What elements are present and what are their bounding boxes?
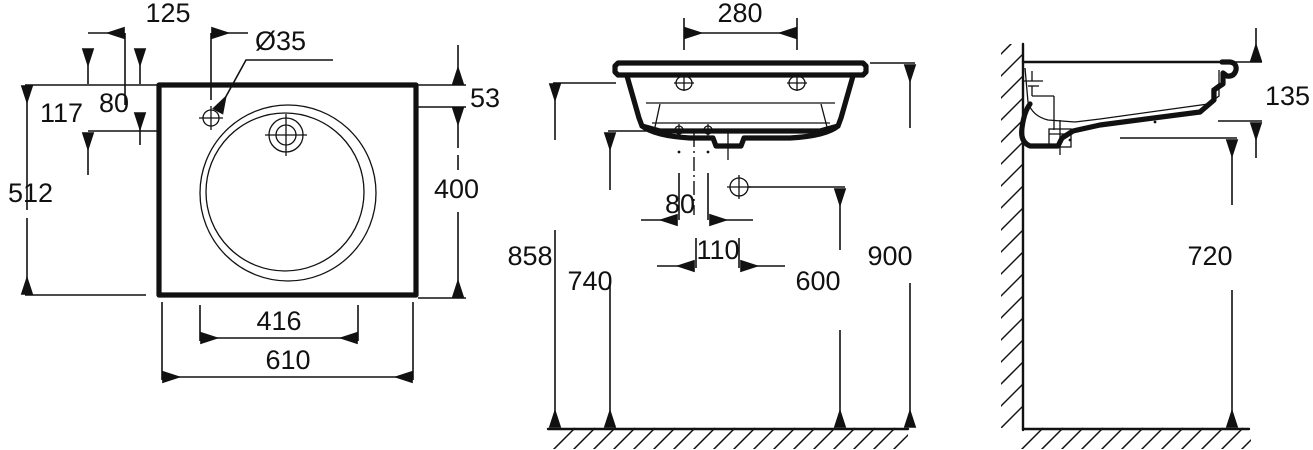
plan-610-label: 610	[265, 345, 310, 375]
side-waste-outlet	[1048, 120, 1072, 155]
front-900-label: 900	[867, 241, 912, 271]
plan-80-label: 80	[99, 88, 129, 118]
side-bowl-underside-profile	[1019, 101, 1203, 149]
plan-tap-hole-icon	[199, 106, 223, 130]
side-front-lip-profile	[1197, 59, 1239, 115]
front-rim-slab	[612, 60, 869, 78]
side-overflow-symbol	[1024, 71, 1055, 130]
front-tap-hole-left-icon	[674, 75, 694, 91]
plan-117-label: 117	[40, 98, 83, 128]
front-right-wall-accent	[820, 103, 828, 128]
plan-bowl-inner-ring	[205, 112, 365, 272]
front-fixing-hole-left-icon	[673, 124, 685, 136]
front-left-wall-accent	[654, 103, 661, 128]
plan-diameter-35-label: Ø35	[255, 26, 306, 56]
side-projection-dot-a	[1153, 120, 1157, 124]
side-floor-hatching	[1020, 427, 1251, 449]
plan-53-label: 53	[470, 83, 500, 113]
front-280-label: 280	[717, 0, 762, 28]
front-600-label: 600	[795, 266, 840, 296]
plan-bowl-outer-ring	[199, 104, 377, 282]
plan-512-label: 512	[8, 178, 53, 208]
front-body-outline	[624, 73, 856, 134]
front-projection-dot-left	[677, 150, 681, 154]
front-wall-fixing-target-icon	[727, 175, 751, 199]
plan-416-label: 416	[256, 306, 301, 336]
front-projection-dot-right	[706, 150, 710, 154]
front-110-label: 110	[696, 235, 739, 265]
side-bowl-interior-line	[1024, 67, 1220, 123]
front-80-label: 80	[665, 189, 695, 219]
front-fixing-hole-right-icon	[702, 124, 714, 136]
front-740-label: 740	[567, 266, 612, 296]
side-wall-hatching	[1001, 44, 1023, 428]
side-lip-inner-line	[1199, 82, 1221, 113]
side-projection-dot-b	[1068, 138, 1072, 142]
side-135-label: 135	[1265, 81, 1310, 111]
plan-125-label: 125	[145, 0, 190, 28]
side-720-label: 720	[1187, 241, 1232, 271]
front-floor-hatching	[552, 427, 908, 449]
side-view: 135 720	[1001, 28, 1310, 449]
plan-waste-outlet-icon	[265, 114, 307, 156]
plan-view: Ø35 125 117 80 512 53 400	[8, 0, 500, 384]
front-858-label: 858	[507, 241, 552, 271]
front-tap-hole-right-icon	[787, 75, 807, 91]
front-view: 280 858 740 80 110 600 900	[507, 0, 917, 449]
plan-400-label: 400	[434, 174, 479, 204]
plan-diameter-leader-line	[212, 59, 333, 115]
plan-basin-outline	[156, 82, 419, 298]
